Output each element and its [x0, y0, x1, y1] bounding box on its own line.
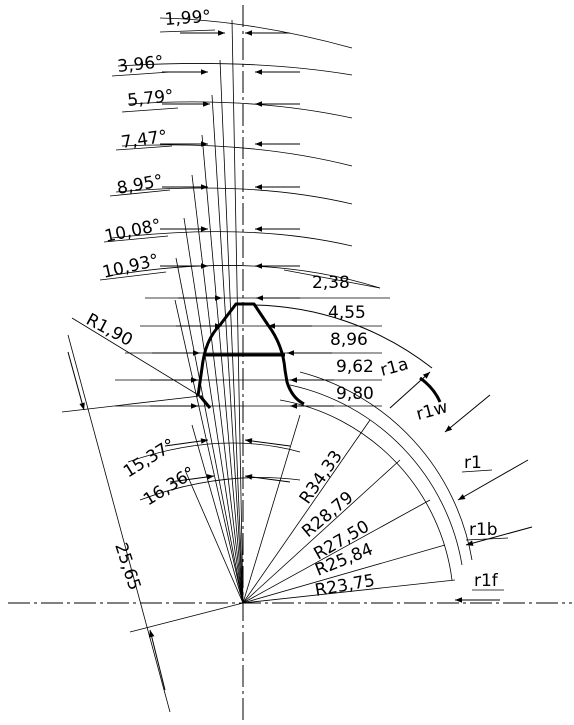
length-arrow-bottom — [148, 629, 166, 691]
angle-arc-3 — [127, 101, 353, 119]
radial-line — [191, 174, 244, 604]
reference-arc-a — [299, 371, 473, 561]
reference-circle-arcs — [249, 269, 473, 581]
radial-line — [242, 414, 301, 604]
width-label-5: 9,80 — [336, 384, 374, 404]
angle-arc-1 — [159, 17, 353, 49]
angle-label-2: 3,96° — [116, 52, 164, 77]
fillet-radius-label: R1,90 — [83, 310, 136, 351]
radial-line — [219, 59, 244, 604]
width-label-2: 4,55 — [328, 303, 366, 323]
width-label-3: 8,96 — [330, 330, 368, 350]
angle-underline-2 — [111, 71, 171, 77]
lower-angle-arrow-left-1 — [164, 438, 209, 447]
length-arrow-top — [67, 351, 85, 411]
angle-underline-5 — [109, 189, 171, 197]
fillet-radius-leader — [71, 317, 201, 397]
radial-line — [175, 257, 244, 604]
angle-label-1: 1,99° — [164, 7, 212, 30]
tooth-profile — [196, 302, 442, 409]
tip-circle-arc — [249, 304, 433, 369]
lower-angle-arrow-right-2 — [244, 474, 291, 483]
angle-underline-4 — [115, 145, 173, 151]
radial-line — [242, 499, 431, 604]
centerlines — [8, 5, 572, 722]
angle-label-5: 8,95° — [115, 171, 164, 199]
angle-arc-4 — [121, 144, 353, 167]
r1-underline — [461, 469, 493, 473]
reference-arc-c — [279, 399, 453, 581]
tip-extension-line — [283, 269, 381, 289]
width-dimensions: 2,38 4,55 8,96 9,62 9,80 — [115, 273, 390, 409]
radial-line — [174, 299, 244, 604]
reference-arc-b — [289, 384, 463, 566]
length-extension-top — [61, 395, 201, 413]
r1-arrow — [457, 459, 529, 501]
length-extension-bottom — [129, 602, 244, 633]
radial-line — [211, 94, 244, 604]
radial-line — [242, 459, 401, 604]
angle-underline-3 — [121, 107, 179, 113]
angle-label-7: 10,93° — [101, 251, 161, 283]
radial-line — [201, 134, 244, 604]
circle-designations: r1a r1w r1 r1b r1f — [378, 354, 533, 603]
tooth-outline — [196, 302, 305, 406]
radial-line — [231, 19, 244, 604]
radial-line — [242, 544, 446, 604]
root-fillet-arc — [419, 376, 442, 403]
arc-radius-labels: R34,33 R28,79 R27,50 R25,84 R23,75 — [296, 447, 377, 601]
angle-label-4: 7,47° — [120, 127, 169, 153]
circle-label-r1w: r1w — [414, 397, 450, 425]
width-label-4: 9,62 — [336, 357, 374, 377]
angle-arc-2 — [117, 63, 353, 76]
angle-arc-7 — [107, 265, 381, 289]
radial-lines — [174, 19, 456, 604]
circle-label-r1b: r1b — [469, 520, 498, 540]
radial-line — [242, 579, 456, 604]
angle-arc-5 — [115, 187, 353, 205]
circle-label-r1a: r1a — [378, 354, 410, 381]
r1w-arrow — [444, 394, 491, 433]
lower-angle-arc-1 — [127, 442, 301, 463]
lower-angle-arc-2 — [139, 477, 301, 501]
angle-underline-6 — [103, 235, 169, 243]
angle-label-3: 5,79° — [126, 86, 174, 111]
r1a-leader — [389, 371, 431, 409]
circle-label-r1: r1 — [464, 453, 482, 473]
radial-line — [242, 419, 371, 604]
radial-line — [183, 217, 244, 604]
length-dimension: 25,65 — [61, 334, 244, 713]
length-dimline — [67, 334, 171, 713]
lower-angle-dimensions: 15,37° 16,36° — [120, 435, 301, 510]
r1b-arrow — [465, 526, 533, 546]
angle-underline-1 — [159, 29, 216, 33]
r1b-underline — [465, 537, 509, 541]
angle-arc-6 — [111, 231, 353, 247]
circle-label-r1f: r1f — [474, 571, 499, 591]
length-label: 25,65 — [110, 540, 144, 592]
lower-angle-arrow-right-1 — [244, 438, 291, 447]
width-label-1: 2,38 — [312, 273, 350, 293]
radial-line — [184, 469, 244, 604]
radial-line — [191, 424, 244, 604]
upper-angle-dimensions: 1,99° 3,96° 5,79° 7,47° 8,95° 10,08° 10,… — [99, 7, 381, 289]
angle-label-6: 10,08° — [103, 215, 163, 246]
angle-underline-7 — [99, 271, 167, 281]
lower-angle-arrow-left-2 — [169, 474, 215, 483]
